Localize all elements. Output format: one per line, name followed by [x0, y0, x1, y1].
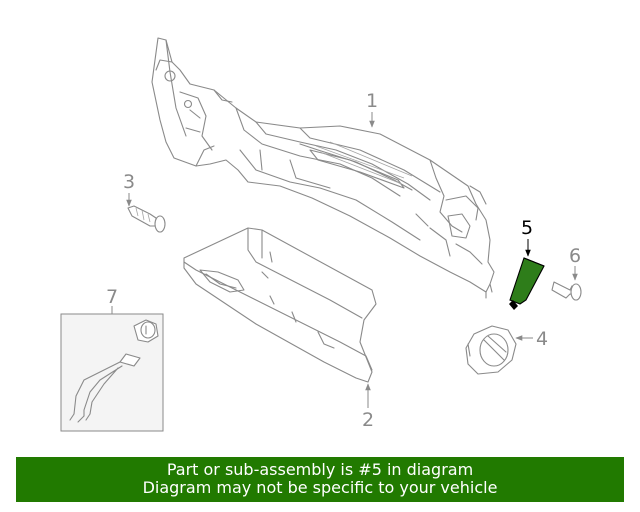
callout-5: 5 [521, 217, 533, 257]
svg-text:3: 3 [123, 171, 135, 193]
banner-line-2: Diagram may not be specific to your vehi… [142, 478, 498, 497]
svg-text:6: 6 [569, 245, 581, 267]
svg-text:7: 7 [106, 286, 118, 308]
svg-text:2: 2 [362, 409, 374, 431]
callout-4: 4 [515, 328, 548, 350]
key-icon [69, 353, 141, 423]
svg-text:4: 4 [536, 328, 548, 350]
lock-cylinder-icon [133, 319, 159, 343]
parts-diagram: 1 2 3 4 5 6 7 [60, 37, 582, 432]
part-info-banner: Part or sub-assembly is #5 in diagram Di… [16, 457, 624, 502]
callout-3: 3 [123, 171, 135, 207]
part-6-push-pin [551, 281, 582, 301]
svg-text:5: 5 [521, 217, 533, 239]
callout-1: 1 [366, 90, 378, 128]
part-2-glove-box-door [183, 227, 377, 383]
part-5-damper [509, 257, 545, 310]
part-1-glove-box-housing [151, 37, 495, 299]
part-4-latch-knob [465, 325, 517, 375]
callout-6: 6 [569, 245, 581, 281]
part-3-stud [127, 205, 166, 233]
callout-2: 2 [362, 383, 374, 431]
svg-text:1: 1 [366, 90, 378, 112]
part-7-inset [60, 313, 164, 432]
banner-line-1: Part or sub-assembly is #5 in diagram [166, 460, 474, 479]
callout-7: 7 [106, 286, 118, 314]
